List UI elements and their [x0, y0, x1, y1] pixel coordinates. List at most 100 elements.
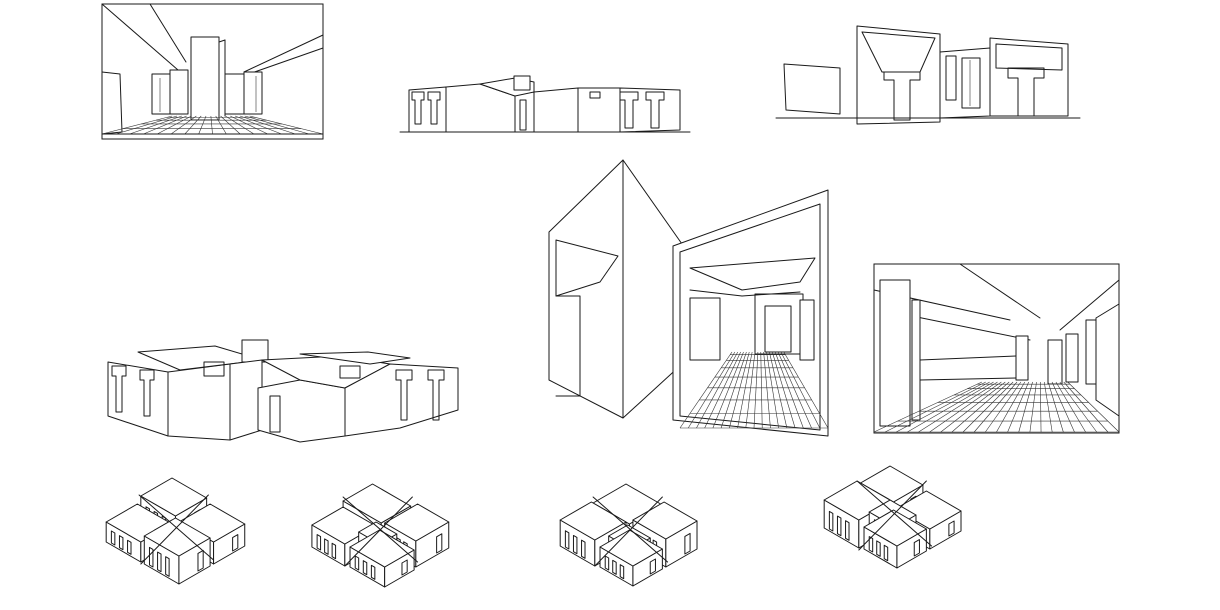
- floor-ray: [239, 115, 296, 135]
- axo-window: [197, 549, 204, 572]
- axo-roof: [342, 483, 412, 524]
- axo-window: [331, 542, 337, 560]
- floor-ray: [951, 381, 1010, 433]
- axo-divider: [138, 494, 215, 561]
- floor-ray: [249, 115, 324, 135]
- axo-window: [157, 551, 162, 573]
- axo-window: [354, 555, 360, 571]
- floor-ray: [101, 115, 173, 135]
- floor-ray: [737, 351, 753, 429]
- axo-window: [370, 564, 376, 580]
- exterior-elevation-long: [399, 75, 691, 133]
- axo-divider: [344, 496, 413, 567]
- floor-ray: [1018, 381, 1033, 433]
- floor-ray: [170, 115, 197, 135]
- floor-ray: [780, 351, 821, 429]
- axo-roof: [599, 529, 663, 567]
- interior-perspective-gallery: [873, 263, 1120, 434]
- axo-roof: [894, 490, 962, 530]
- floor-ray: [143, 115, 187, 135]
- floor-ray: [1007, 381, 1029, 433]
- floor-ray: [929, 381, 1002, 433]
- axo-divider: [342, 496, 419, 563]
- axo-window: [604, 555, 610, 571]
- floor-ray: [962, 381, 1014, 433]
- exterior-perspective-three-quarter: [107, 339, 459, 443]
- axo-window: [118, 535, 124, 551]
- axo-window: [913, 539, 920, 557]
- axo-roof: [140, 477, 208, 517]
- sectional-perspective-interior: [548, 159, 829, 437]
- floor-ray: [772, 351, 796, 429]
- axo-window: [564, 530, 570, 550]
- floor-ray: [679, 351, 733, 429]
- floor-ray: [873, 381, 983, 433]
- axo-window: [876, 540, 881, 557]
- axo-window: [845, 520, 850, 541]
- floor-ray: [1029, 381, 1037, 433]
- axo-roof: [349, 529, 415, 568]
- floor-ray: [918, 381, 998, 433]
- floor-ray: [753, 351, 759, 429]
- floor-ray: [234, 115, 282, 135]
- axonometric-variant-1: [105, 477, 246, 585]
- axonometric-variant-2: [311, 483, 450, 588]
- floor-ray: [1063, 381, 1109, 433]
- axo-divider: [858, 480, 927, 551]
- axo-window: [836, 515, 842, 537]
- axo-window: [581, 539, 586, 559]
- axonometric-variant-4: [823, 465, 962, 569]
- floor-ray: [1059, 381, 1097, 433]
- floor-ray: [1055, 381, 1086, 433]
- floor-ray: [783, 351, 829, 429]
- floor-ray: [985, 381, 1022, 433]
- floor-ray: [1043, 381, 1053, 433]
- floor-ray: [896, 381, 990, 433]
- floor-ray: [940, 381, 1006, 433]
- floor-ray: [1051, 381, 1075, 433]
- floor-ray: [1047, 381, 1064, 433]
- floor-ray: [766, 351, 779, 429]
- axo-window: [436, 533, 443, 554]
- axo-window: [684, 532, 691, 555]
- axo-roof: [384, 503, 450, 542]
- floor-ray: [774, 351, 804, 429]
- axo-divider: [594, 496, 663, 567]
- floor-ray: [157, 115, 192, 135]
- axo-divider: [856, 480, 933, 547]
- floor-ray: [225, 115, 255, 135]
- axo-window: [619, 564, 625, 580]
- floor-ray: [198, 115, 207, 135]
- axo-window: [572, 534, 578, 555]
- axo-window: [612, 559, 617, 575]
- axo-roof: [143, 517, 211, 557]
- floor-ray: [220, 115, 241, 135]
- floor-ray: [1040, 381, 1042, 433]
- floor-ray: [885, 381, 986, 433]
- axo-window: [127, 539, 132, 555]
- floor-ray: [777, 351, 812, 429]
- axo-window: [868, 536, 874, 553]
- floor-ray: [129, 115, 182, 135]
- floor-ray: [769, 351, 788, 429]
- axo-window: [148, 546, 154, 568]
- floor-ray: [729, 351, 750, 429]
- floor-ray: [115, 115, 178, 135]
- floor-ray: [907, 381, 994, 433]
- floor-ray: [210, 115, 213, 135]
- floor-ray: [763, 351, 771, 429]
- axo-window: [316, 534, 322, 551]
- axo-window: [401, 559, 408, 576]
- floor-ray: [720, 351, 747, 429]
- axo-roof: [178, 503, 246, 543]
- axo-window: [324, 538, 329, 555]
- axo-divider: [592, 496, 669, 563]
- axo-window: [362, 560, 368, 576]
- axonometric-variant-3: [559, 483, 698, 587]
- axo-roof: [863, 509, 927, 547]
- floor-ray: [996, 381, 1026, 433]
- floor-ray: [712, 351, 744, 429]
- floor-ray: [230, 115, 268, 135]
